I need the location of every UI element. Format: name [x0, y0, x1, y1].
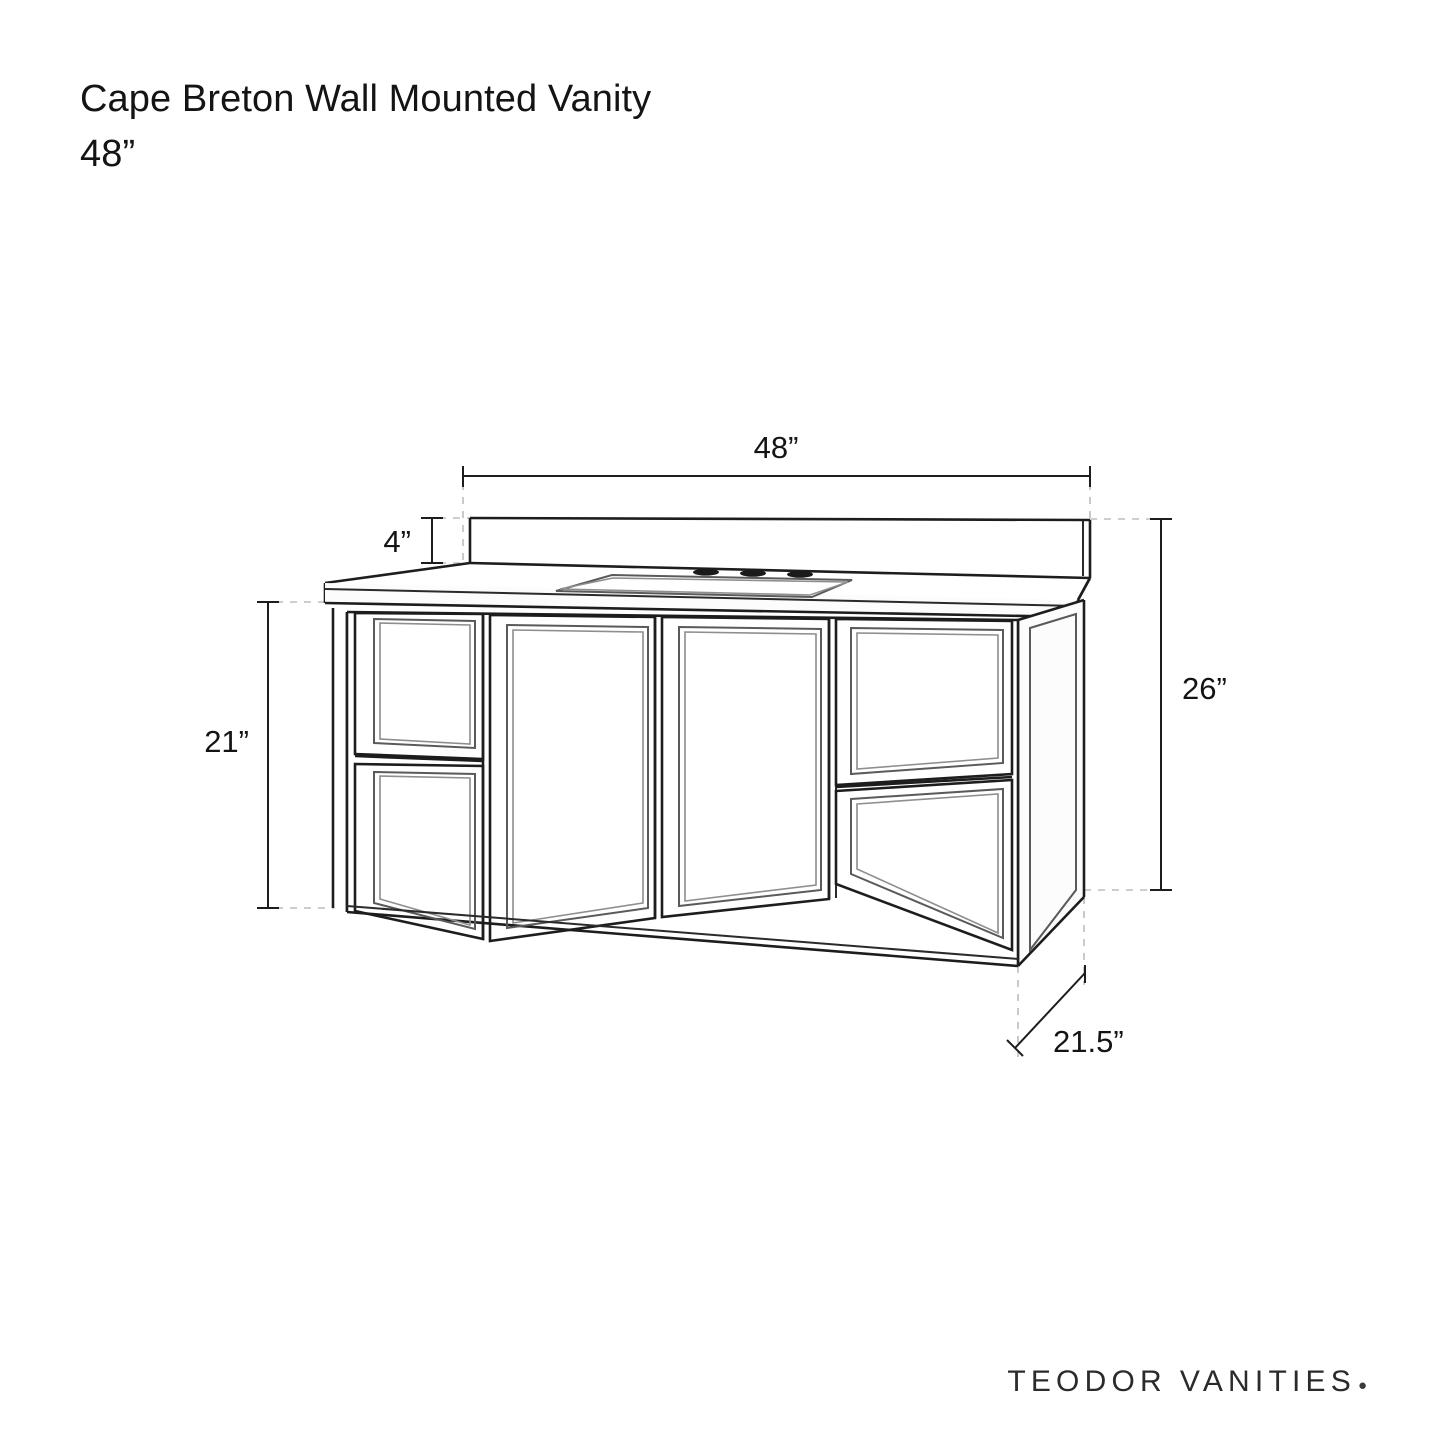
dimension-depth: 21.5”	[1006, 965, 1124, 1059]
faucet-holes	[693, 568, 813, 578]
title-line-size: 48”	[80, 133, 136, 176]
dimension-overall-height-label: 26”	[1182, 671, 1227, 706]
brand-registered-mark: ●	[1357, 1377, 1367, 1394]
page-title: Cape Breton Wall Mounted Vanity 48”	[80, 72, 980, 182]
drawer-left-upper[interactable]	[353, 611, 485, 761]
dimension-cabinet-height-label: 21”	[204, 724, 249, 759]
dimension-backsplash-height: 4”	[383, 517, 443, 564]
sink-basin	[555, 573, 853, 599]
brand-word-teodor: TEODOR	[1007, 1365, 1167, 1398]
drawer-right-upper[interactable]	[834, 617, 1014, 787]
cabinet-body	[331, 598, 1086, 968]
dimension-backsplash-height-label: 4”	[383, 524, 411, 559]
dimension-width-label: 48”	[754, 430, 799, 465]
dimension-cabinet-height: 21”	[204, 601, 279, 909]
brand-logo: TEODOR VANITIES ●	[1007, 1365, 1367, 1399]
cabinet-right-side-panel	[1016, 598, 1086, 967]
extension-lines	[262, 483, 1170, 1060]
dimension-overall-height: 26”	[1150, 518, 1227, 891]
title-line-product: Cape Breton Wall Mounted Vanity	[80, 78, 652, 120]
drawer-right-lower[interactable]	[834, 778, 1014, 952]
drawer-left-lower[interactable]	[353, 762, 485, 941]
brand-word-vanities: VANITIES	[1179, 1365, 1356, 1398]
cabinet-left-side-panel	[331, 608, 349, 912]
dimension-depth-label: 21.5”	[1053, 1024, 1124, 1059]
right-drawer-stack	[827, 617, 1014, 952]
backsplash	[468, 516, 1092, 578]
dimension-width: 48”	[462, 430, 1091, 487]
countertop	[323, 561, 1092, 619]
